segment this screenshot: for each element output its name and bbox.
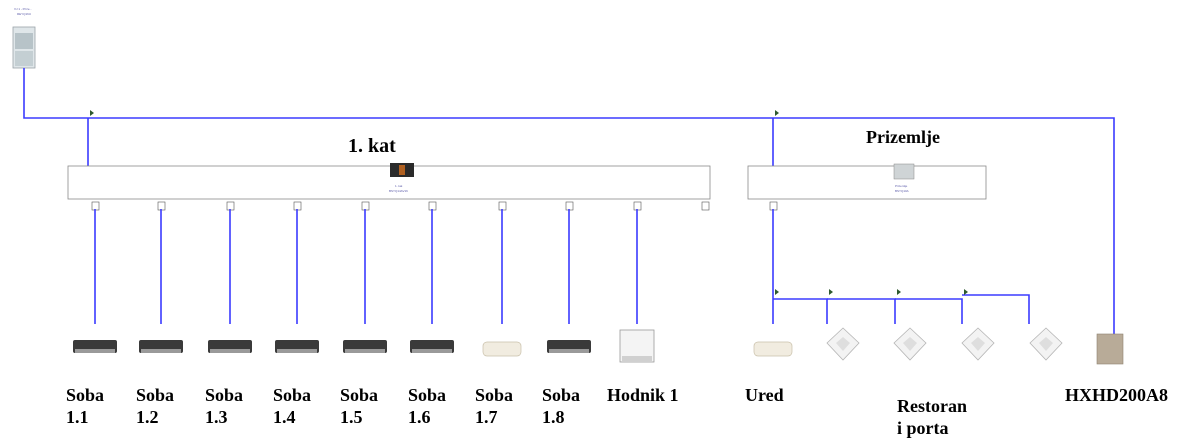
duct-unit-grille [210,349,250,353]
outdoor-unit-fan-left [15,33,33,49]
pipe-restoran-4 [962,294,1030,324]
bs-kat1-model: BSYQ14AV16 [389,189,408,193]
indoor-unit-14 [1029,327,1063,361]
bs-prizemlje-model: BSYQ10A [895,189,909,193]
unit-label-12: Restoran i porta [897,396,967,438]
bs-port-5 [361,201,370,211]
indoor-unit-1 [73,340,117,353]
section-title-kat1: 1. kat [348,135,396,157]
bs-port-prizemlje [769,201,778,211]
indoor-unit-11 [826,327,860,361]
bs-unit-prizemlje-icon [893,163,915,180]
unit-label-4: Soba 1.4 [273,385,312,427]
refnet-lower-2 [829,289,833,295]
cassette-unit-center [903,337,917,351]
unit-label-7: Soba 1.7 [475,385,514,427]
indoor-unit-5 [343,340,387,353]
unit-label-9: Hodnik 1 [607,385,679,405]
wall-unit-icon [753,341,793,357]
duct-unit-grille [141,349,181,353]
duct-unit-grille [549,349,589,353]
refnet-kat1 [90,110,94,116]
refnet-lower-3 [897,289,901,295]
bs-port-3 [226,201,235,211]
bs-box-prizemlje [747,165,987,200]
duct-unit-grille [412,349,452,353]
duct-unit-grille [277,349,317,353]
bs-port-2 [157,201,166,211]
indoor-unit-6 [410,340,454,353]
floor-unit-base [622,356,652,362]
bs-kat1-name: 1. kat [395,184,403,188]
hydro-unit-icon [1096,333,1124,365]
indoor-unit-13 [961,327,995,361]
indoor-unit-10 [753,341,793,357]
indoor-unit-9 [619,329,655,363]
unit-label-10: Ured [745,385,784,405]
bs-unit-kat1-detail [399,165,405,175]
indoor-unit-8 [547,340,591,353]
indoor-unit-12 [893,327,927,361]
section-title-prizemlje: Prizemlje [866,127,940,147]
bs-port-9 [633,201,642,211]
refnet-prizemlje [775,110,779,116]
unit-label-3: Soba 1.3 [205,385,244,427]
bs-prizemlje-name: Prizemlje [895,184,908,188]
cassette-unit-center [971,337,985,351]
bs-port-8 [565,201,574,211]
unit-label-6: Soba 1.6 [408,385,447,427]
indoor-unit-3 [208,340,252,353]
indoor-unit-7 [482,341,522,357]
bs-port-spare [701,201,710,211]
indoor-unit-15 [1096,333,1124,365]
cassette-unit-center [836,337,850,351]
pipe-restoran-2 [827,298,896,324]
unit-label-2: Soba 1.2 [136,385,175,427]
indoor-unit-4 [275,340,319,353]
duct-unit-grille [75,349,115,353]
bs-port-6 [428,201,437,211]
unit-label-8: Soba 1.8 [542,385,581,427]
unit-label-15: HXHD200A8 [1065,385,1168,405]
pipe-restoran-1 [773,298,828,324]
bs-box-kat1 [67,165,711,200]
unit-label-5: Soba 1.5 [340,385,379,427]
bs-port-4 [293,201,302,211]
cassette-unit-center [1039,337,1053,351]
outdoor-unit-name: VJ 1 - Prize... [14,7,32,11]
outdoor-unit [12,26,36,69]
bs-port-7 [498,201,507,211]
refnet-lower-4 [964,289,968,295]
duct-unit-grille [345,349,385,353]
indoor-unit-2 [139,340,183,353]
pipe-restoran-3 [895,298,963,324]
bs-port-1 [91,201,100,211]
unit-label-1: Soba 1.1 [66,385,105,427]
refnet-lower-1 [775,289,779,295]
wall-unit-icon [482,341,522,357]
main-pipe [23,68,1115,339]
outdoor-unit-model: REYQ16U [17,12,31,16]
outdoor-unit-fan-right [15,51,33,66]
